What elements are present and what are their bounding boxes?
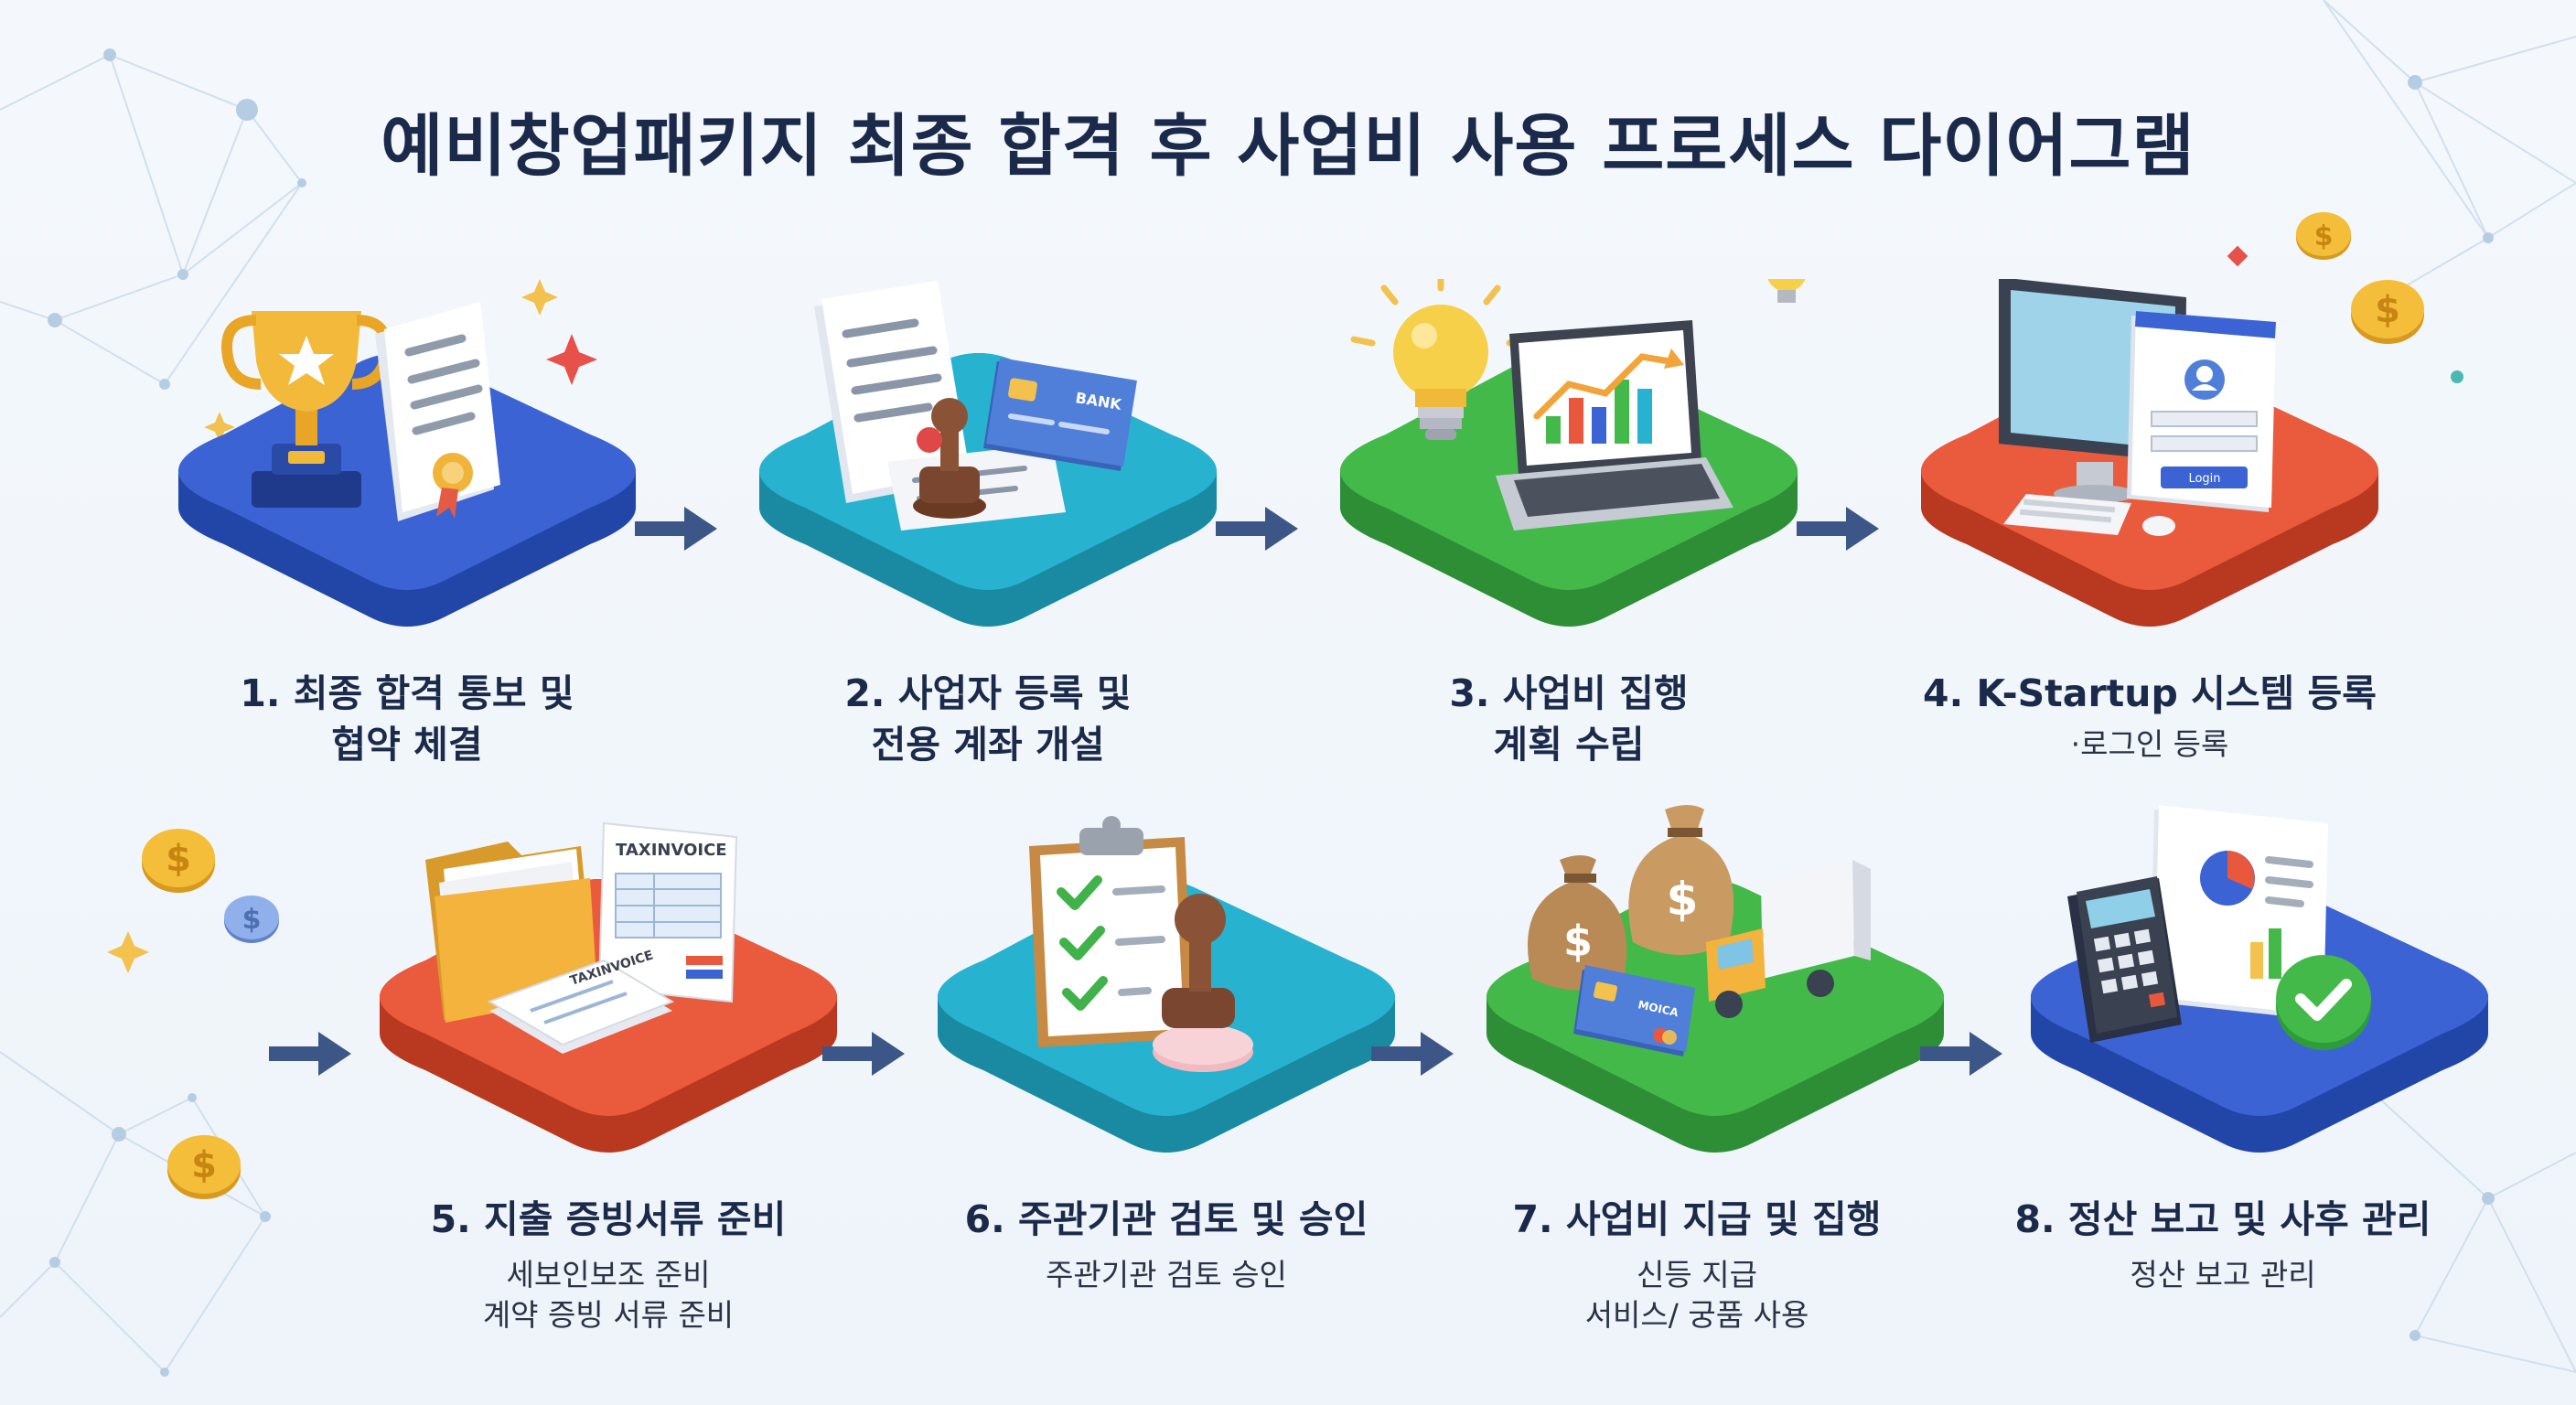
step-6-sub-line1: 주관기관 검토 승인 — [1046, 1257, 1287, 1292]
coin-icon: $ — [167, 1135, 241, 1199]
lightbulb-icon — [1350, 279, 1531, 440]
report-icon — [2150, 805, 2328, 1020]
money-bag-icon: $ — [1528, 855, 1627, 991]
truck-icon — [1706, 860, 1871, 1018]
step-5-label: 5. 지출 증빙서류 준비 — [279, 1194, 938, 1245]
step-7: $ $ MOICA — [1477, 805, 1953, 1153]
step-1 — [169, 279, 645, 627]
step-4-title-line1: 4. K-Startup 시스템 등록 — [1923, 671, 2377, 715]
step-2: BANK — [750, 279, 1226, 627]
trophy-icon — [221, 311, 392, 508]
step-3-title-line1: 3. 사업비 집행 — [1449, 671, 1689, 715]
step-2-title-line2: 전용 계좌 개설 — [871, 723, 1105, 767]
step-5-subtext: 세보인보조 준비 계약 증빙 서류 준비 — [279, 1255, 938, 1335]
stamp-icon — [913, 398, 986, 519]
svg-text:$: $ — [2314, 220, 2334, 252]
flow-arrow — [822, 1032, 905, 1076]
step-3-title-line2: 계획 수립 — [1493, 723, 1645, 767]
check-badge-icon — [2276, 955, 2371, 1050]
calculator-icon — [2067, 876, 2182, 1043]
svg-text:$: $ — [166, 838, 191, 880]
coin-icon: $ — [2296, 212, 2351, 260]
step-7-subtext: 신등 지급 서비스/ 궁품 사용 — [1368, 1255, 2026, 1335]
step-5-title-line1: 5. 지출 증빙서류 준비 — [430, 1197, 787, 1241]
step-4-label: 4. K-Startup 시스템 등록 — [1820, 668, 2479, 719]
flow-arrow — [1797, 507, 1879, 551]
checkmark-icon — [1057, 875, 1108, 1011]
step-4-subtext: ·로그인 등록 — [1820, 724, 2479, 765]
step-1-label: 1. 최종 합격 통보 및 협약 체결 — [78, 668, 736, 770]
checklist-clipboard-icon — [1029, 816, 1194, 1047]
flow-arrow — [269, 1032, 351, 1076]
svg-text:TAXINVOICE: TAXINVOICE — [616, 841, 727, 860]
money-bag-icon: $ — [1628, 805, 1734, 955]
svg-text:$: $ — [1667, 873, 1699, 926]
step-3-label: 3. 사업비 집행 계획 수립 — [1240, 668, 1898, 770]
step-5: TAXINVOICE TAXINVOICE — [370, 805, 846, 1153]
step-7-sub-line1: 신등 지급 — [1637, 1257, 1757, 1292]
step-2-label: 2. 사업자 등록 및 전용 계좌 개설 — [659, 668, 1317, 770]
invoice-icon: TAXINVOICE — [597, 821, 738, 1003]
step-6-title-line1: 6. 주관기관 검토 및 승인 — [964, 1197, 1368, 1241]
flow-arrow — [1371, 1032, 1454, 1076]
step-8-label: 8. 정산 보고 및 사후 관리 — [1894, 1194, 2552, 1245]
step-6 — [928, 805, 1404, 1153]
stamp-icon — [1153, 894, 1253, 1072]
lightbulb-icon — [1767, 279, 1806, 303]
svg-text:$: $ — [1563, 917, 1593, 966]
invoice-icon: TAXINVOICE — [487, 948, 675, 1054]
diagram-title: 예비창업패키지 최종 합격 후 사업비 사용 프로세스 다이어그램 — [381, 107, 2195, 186]
step-5-sub-line2: 계약 증빙 서류 준비 — [482, 1297, 735, 1333]
coin-icon: $ — [2351, 280, 2424, 344]
step-3 — [1331, 279, 1807, 627]
coin-icon: $ — [224, 896, 279, 943]
laptop-chart-icon — [1496, 320, 1733, 531]
step-7-label: 7. 사업비 지급 및 집행 — [1368, 1194, 2026, 1245]
step-8-subtext: 정산 보고 관리 — [1894, 1255, 2552, 1295]
step-5-sub-line1: 세보인보조 준비 — [506, 1257, 711, 1292]
step-8-sub-line1: 정산 보고 관리 — [2130, 1257, 2316, 1292]
step-8-title-line1: 8. 정산 보고 및 사후 관리 — [2014, 1197, 2431, 1241]
svg-text:Login: Login — [2188, 472, 2220, 486]
step-7-title-line1: 7. 사업비 지급 및 집행 — [1512, 1197, 1882, 1241]
certificate-icon — [375, 302, 500, 521]
step-1-title-line2: 협약 체결 — [331, 723, 483, 767]
step-1-title-line1: 1. 최종 합격 통보 및 — [240, 671, 574, 715]
folder-icon — [425, 842, 597, 1023]
step-4: Login — [1912, 279, 2388, 627]
bank-card-icon: BANK — [983, 358, 1137, 471]
step-6-label: 6. 주관기관 검토 및 승인 — [837, 1194, 1496, 1245]
sparkle-decor — [107, 245, 2463, 973]
flow-arrow — [635, 507, 717, 551]
step-7-sub-line2: 서비스/ 궁품 사용 — [1584, 1297, 1809, 1333]
coin-icon: $ — [142, 829, 215, 893]
svg-text:$: $ — [191, 1144, 217, 1186]
step-2-title-line1: 2. 사업자 등록 및 — [844, 671, 1132, 715]
login-window-icon: Login — [2127, 311, 2276, 512]
step-6-subtext: 주관기관 검토 승인 — [837, 1255, 1496, 1295]
svg-text:$: $ — [2375, 289, 2400, 331]
step-8 — [2022, 805, 2497, 1153]
credit-card-icon: MOICA — [1573, 965, 1695, 1056]
flow-arrow — [1920, 1032, 2002, 1076]
flow-arrow — [1216, 507, 1298, 551]
step-4-sub-line1: ·로그인 등록 — [2070, 726, 2229, 762]
svg-text:$: $ — [242, 904, 262, 936]
